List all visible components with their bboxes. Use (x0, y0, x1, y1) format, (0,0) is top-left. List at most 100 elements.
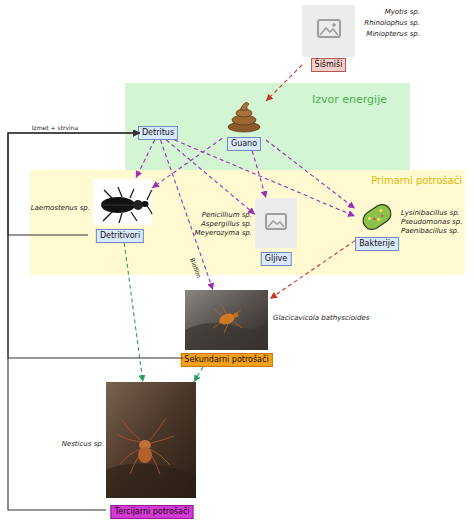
species-label: Aspergillus sp. (201, 220, 252, 229)
guano-icon (228, 102, 260, 132)
flow-arrow (266, 65, 302, 101)
spider-photo (106, 382, 196, 498)
fungi-image-placeholder-part (255, 198, 297, 248)
illustration-part-part (214, 309, 222, 316)
flow-arrow (8, 133, 140, 235)
fungi-image-placeholder-part (268, 221, 284, 227)
illustration-part-part (118, 187, 122, 197)
beetle-image-part (133, 200, 143, 210)
flow-arrow (166, 140, 255, 214)
spider-photo-part (138, 447, 152, 463)
bat-node: Šišmiši (302, 5, 355, 72)
illustration-part (103, 187, 152, 223)
species-label: Glacicavicola bathyscioides (273, 314, 369, 323)
beetle-photo-part (185, 318, 268, 350)
secondary-consumer-node: Sekundarni potrošači (183, 290, 270, 367)
flow-arrow (161, 140, 214, 290)
bacterium-icon-part (379, 208, 383, 212)
flow-arrow (266, 140, 355, 209)
node-label: Bakterije (355, 237, 399, 251)
illustration-part-part (120, 448, 142, 464)
beetle-image-part (142, 201, 149, 207)
flow-arrow (252, 151, 266, 198)
edge-label: Izmet + strvina (32, 124, 78, 131)
flow-arrow (175, 140, 355, 216)
fungi-node: Gljive (255, 198, 297, 266)
bacterium-icon-part (376, 217, 380, 221)
energy-source-band: Izvor energijeDetritusGuano (125, 83, 410, 170)
guano-icon-part (236, 109, 252, 117)
node-label: Tercijarni potrošači (110, 505, 193, 519)
species-label: Pseudomonas sp. (401, 218, 462, 227)
node-label: Detritus (138, 126, 178, 140)
illustration-part-part (130, 450, 143, 474)
bat-image-placeholder (302, 5, 355, 57)
flow-arrow (8, 133, 140, 510)
illustration-part-part (116, 434, 140, 442)
illustration-part-part (222, 305, 226, 314)
band-title: Primarni potrošači (371, 175, 462, 186)
beetle-photo-part (234, 313, 239, 318)
node-label: Gljive (261, 252, 292, 266)
tertiary-consumer-node: Tercijarni potrošači (106, 382, 198, 519)
illustration-part-part (233, 310, 241, 316)
illustration-part (213, 305, 242, 333)
bacterium-icon-part (373, 217, 376, 220)
species-label: Penicillium sp. (202, 211, 252, 220)
species-label: Miniopterus sp. (366, 30, 420, 39)
detritus-box: Detritus (140, 126, 176, 140)
illustration-part-part (119, 213, 122, 223)
flow-arrow (270, 241, 355, 299)
guano-icon-part (240, 102, 249, 110)
bacterium-icon (360, 201, 395, 233)
illustration-part-part (234, 322, 242, 328)
illustration-part-part (224, 324, 228, 333)
species-label: Laemostenus sp. (31, 204, 90, 213)
bacterium-icon-part (360, 201, 395, 233)
bacterium-icon-part (381, 214, 384, 217)
illustration-part-part (147, 206, 152, 214)
illustration-part-part (151, 436, 174, 443)
species-label: Paenibacillus sp. (401, 227, 459, 236)
guano-icon-part (232, 115, 256, 125)
illustration-part-part (147, 190, 152, 200)
illustration-part-part (149, 451, 160, 474)
illustration-part-part (122, 420, 140, 440)
flow-arrow (152, 139, 222, 188)
flow-arrow (124, 243, 143, 382)
bat-image-placeholder-part (332, 23, 336, 27)
detritivore-node: Detritivori (88, 178, 152, 243)
bat-image-placeholder-part (318, 20, 340, 37)
illustration-part-part (103, 212, 112, 221)
beetle-photo (185, 290, 268, 350)
node-label: Šišmiši (311, 58, 347, 72)
illustration-part-part (213, 322, 222, 328)
fungi-image-placeholder (255, 198, 297, 248)
spider-photo-part (139, 440, 151, 450)
fungi-image-placeholder-part (266, 214, 286, 229)
node-label: Detritivori (96, 229, 144, 243)
species-label: Nesticus sp. (62, 440, 104, 449)
spider-photo-part (106, 382, 196, 498)
flow-arrow (136, 140, 155, 178)
spider-photo-part (106, 464, 196, 498)
node-label: Guano (227, 137, 261, 151)
illustration-part-part (130, 189, 134, 198)
beetle-photo-part (185, 290, 268, 350)
flow-arrow (8, 133, 183, 358)
species-label: Rhinolophus sp. (364, 19, 420, 28)
illustration-part-part (150, 418, 166, 440)
beetle-image-part (101, 197, 135, 213)
band-title: Izvor energije (312, 93, 387, 106)
guano-node: Guano (222, 95, 266, 151)
bacteria-node: Bakterije (355, 200, 399, 251)
illustration-part-part (150, 449, 170, 465)
node-label: Sekundarni potrošači (180, 353, 272, 367)
beetle-image (93, 179, 152, 225)
illustration-part (116, 418, 174, 474)
species-label: Lysinibacillus sp. (401, 209, 460, 218)
bacterium-icon-part (367, 216, 371, 220)
beetle-image-part (101, 205, 135, 206)
